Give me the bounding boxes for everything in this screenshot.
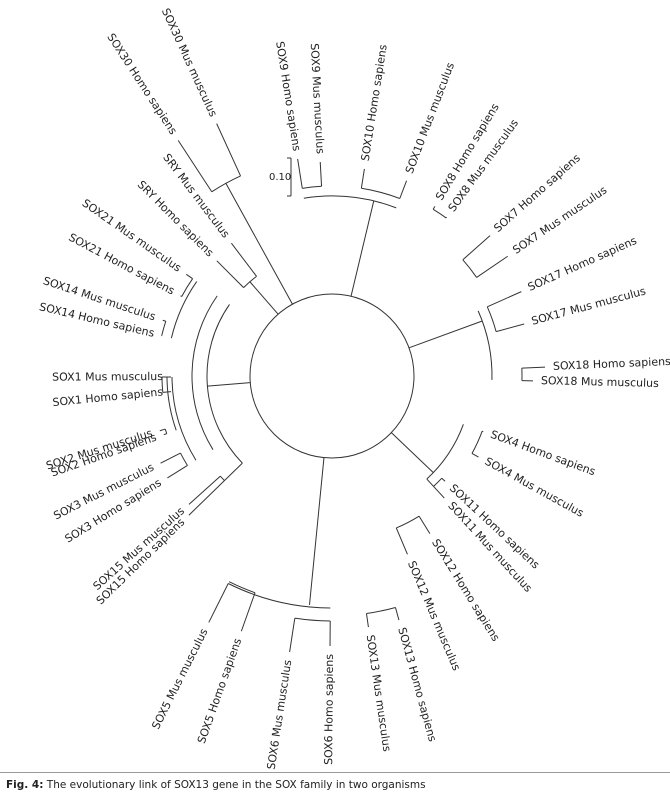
group-stem-1 (408, 320, 483, 349)
leaf-branch-36 (216, 260, 244, 288)
leaf-branch-3 (399, 180, 408, 199)
leaf-branch-19 (365, 613, 369, 628)
leaf-branch-8 (487, 291, 522, 308)
group-stem-2 (391, 432, 434, 473)
clade-arc-2-2 (396, 515, 420, 529)
leaf-label: SOX15 Homo sapiens (94, 516, 188, 608)
clade-arc-4-4 (161, 321, 167, 336)
caption-text: The evolutionary link of SOX13 gene in t… (43, 779, 426, 791)
leaf-label: SOX30 Mus musculus (159, 6, 220, 119)
clade-arc-4-5 (181, 278, 194, 297)
leaf-branch-9 (495, 323, 525, 333)
leaf-branch-17 (395, 527, 408, 555)
leaf-branch-23 (208, 583, 229, 623)
leaf-branch-30 (162, 391, 172, 393)
leaf-branch-16 (418, 515, 431, 534)
leaf-label: SOX17 Homo sapiens (526, 234, 639, 294)
leaf-branch-35 (185, 273, 193, 280)
clade-arc-4-9 (191, 295, 218, 450)
leaf-label: SOX17 Mus musculus (530, 284, 647, 327)
leaf-label: SOX13 Homo sapiens (395, 626, 439, 743)
clade-arc-4-7 (171, 376, 197, 461)
scale-bar: 0.10 (269, 157, 292, 197)
leaf-label: SOX5 Mus musculus (149, 626, 210, 731)
leaf-branch-33 (162, 319, 166, 322)
leaf-branch-25 (188, 475, 221, 505)
group-stem-4 (207, 382, 251, 387)
phylogenetic-tree-figure: SOX9 Homo sapiens SOX9 Mus musculus SOX10 … (38, 6, 670, 770)
clade-arc-2-0 (471, 431, 483, 454)
figure-caption: Fig. 4: The evolutionary link of SOX13 g… (6, 779, 666, 791)
leaf-branch-18 (394, 607, 400, 621)
leaf-branch-14 (441, 477, 446, 482)
leaf-branch-22 (240, 592, 256, 632)
scale-bar-label: 0.10 (269, 172, 291, 183)
leaf-branch-4 (432, 206, 436, 210)
clade-arc-3-0 (366, 606, 396, 615)
leaf-label: SOX18 Homo sapiens (553, 355, 670, 373)
leaf-label: SOX10 Mus musculus (403, 60, 457, 175)
clade-arc-3-3 (228, 583, 331, 609)
leaf-branch-27 (160, 452, 181, 464)
group-stem-3 (308, 457, 325, 605)
leaf-branch-6 (462, 235, 491, 261)
group-stem-0 (350, 200, 375, 297)
leaf-branch-29 (159, 428, 166, 432)
clade-arc-1-0 (462, 259, 478, 278)
leaf-label: SOX10 Homo sapiens (359, 43, 390, 162)
leaf-branch-39 (216, 123, 242, 177)
clade-arc-4-6 (166, 376, 177, 431)
leaf-branch-38 (177, 140, 213, 193)
leaf-label: SOX13 Mus musculus (364, 634, 394, 753)
leaf-label: SOX9 Homo sapiens (273, 40, 303, 152)
leaf-branch-24 (188, 462, 243, 516)
leaf-branch-13 (471, 453, 479, 458)
leaf-label: SOX30 Homo sapiens (104, 31, 179, 137)
clade-arc-2-3 (426, 424, 464, 480)
leaf-branch-26 (167, 465, 188, 479)
clade-arc-2-1 (433, 477, 443, 487)
leaf-label: SOX7 Homo sapiens (491, 151, 583, 235)
leaf-label: SOX6 Homo sapiens (322, 654, 336, 765)
root-ring (249, 293, 415, 459)
leaf-label: SOX18 Mus musculus (541, 374, 659, 390)
clade-arc-0-0 (302, 185, 322, 189)
leaf-branch-15 (426, 478, 445, 499)
leaf-branch-7 (476, 255, 508, 278)
clade-arc-3-1 (294, 617, 331, 622)
group-stem-6 (225, 183, 293, 305)
clade-arc-3-2 (228, 581, 256, 594)
leaf-label: SOX1 Mus musculus (52, 370, 163, 384)
clade-arc-1-3 (477, 310, 493, 380)
leaf-branch-10 (521, 366, 546, 369)
leaf-branch-2 (360, 168, 365, 189)
clade-arc-4-0 (219, 475, 225, 481)
clade-arc-0-3 (303, 195, 397, 209)
caption-divider (0, 772, 670, 773)
leaf-label: SRY Mus musculus (160, 151, 232, 240)
clade-arc-4-2 (164, 428, 168, 434)
leaf-branch-21 (289, 618, 296, 653)
leaf-branch-0 (297, 158, 303, 189)
leaf-branch-34 (180, 295, 182, 297)
leaf-branch-1 (319, 161, 323, 187)
group-stem-5 (249, 281, 279, 315)
leaf-branch-28 (163, 433, 167, 436)
clade-arc-4-8 (170, 281, 198, 339)
clade-arc-0-1 (361, 187, 400, 199)
leaf-label: SOX9 Mus musculus (308, 43, 327, 155)
clade-arc-1-1 (486, 306, 497, 332)
clade-arc-0-2 (432, 208, 447, 219)
leaf-label: SOX5 Homo sapiens (195, 636, 244, 745)
leaf-label: SOX1 Homo sapiens (52, 385, 164, 409)
caption-prefix: Fig. 4: (6, 779, 44, 791)
phylogenetic-tree: SOX9 Homo sapiens SOX9 Mus musculus SOX10 … (38, 6, 670, 770)
leaf-branch-37 (231, 242, 257, 277)
leaf-label: SOX6 Mus musculus (265, 659, 295, 770)
clade-arc-4-1 (180, 452, 188, 466)
